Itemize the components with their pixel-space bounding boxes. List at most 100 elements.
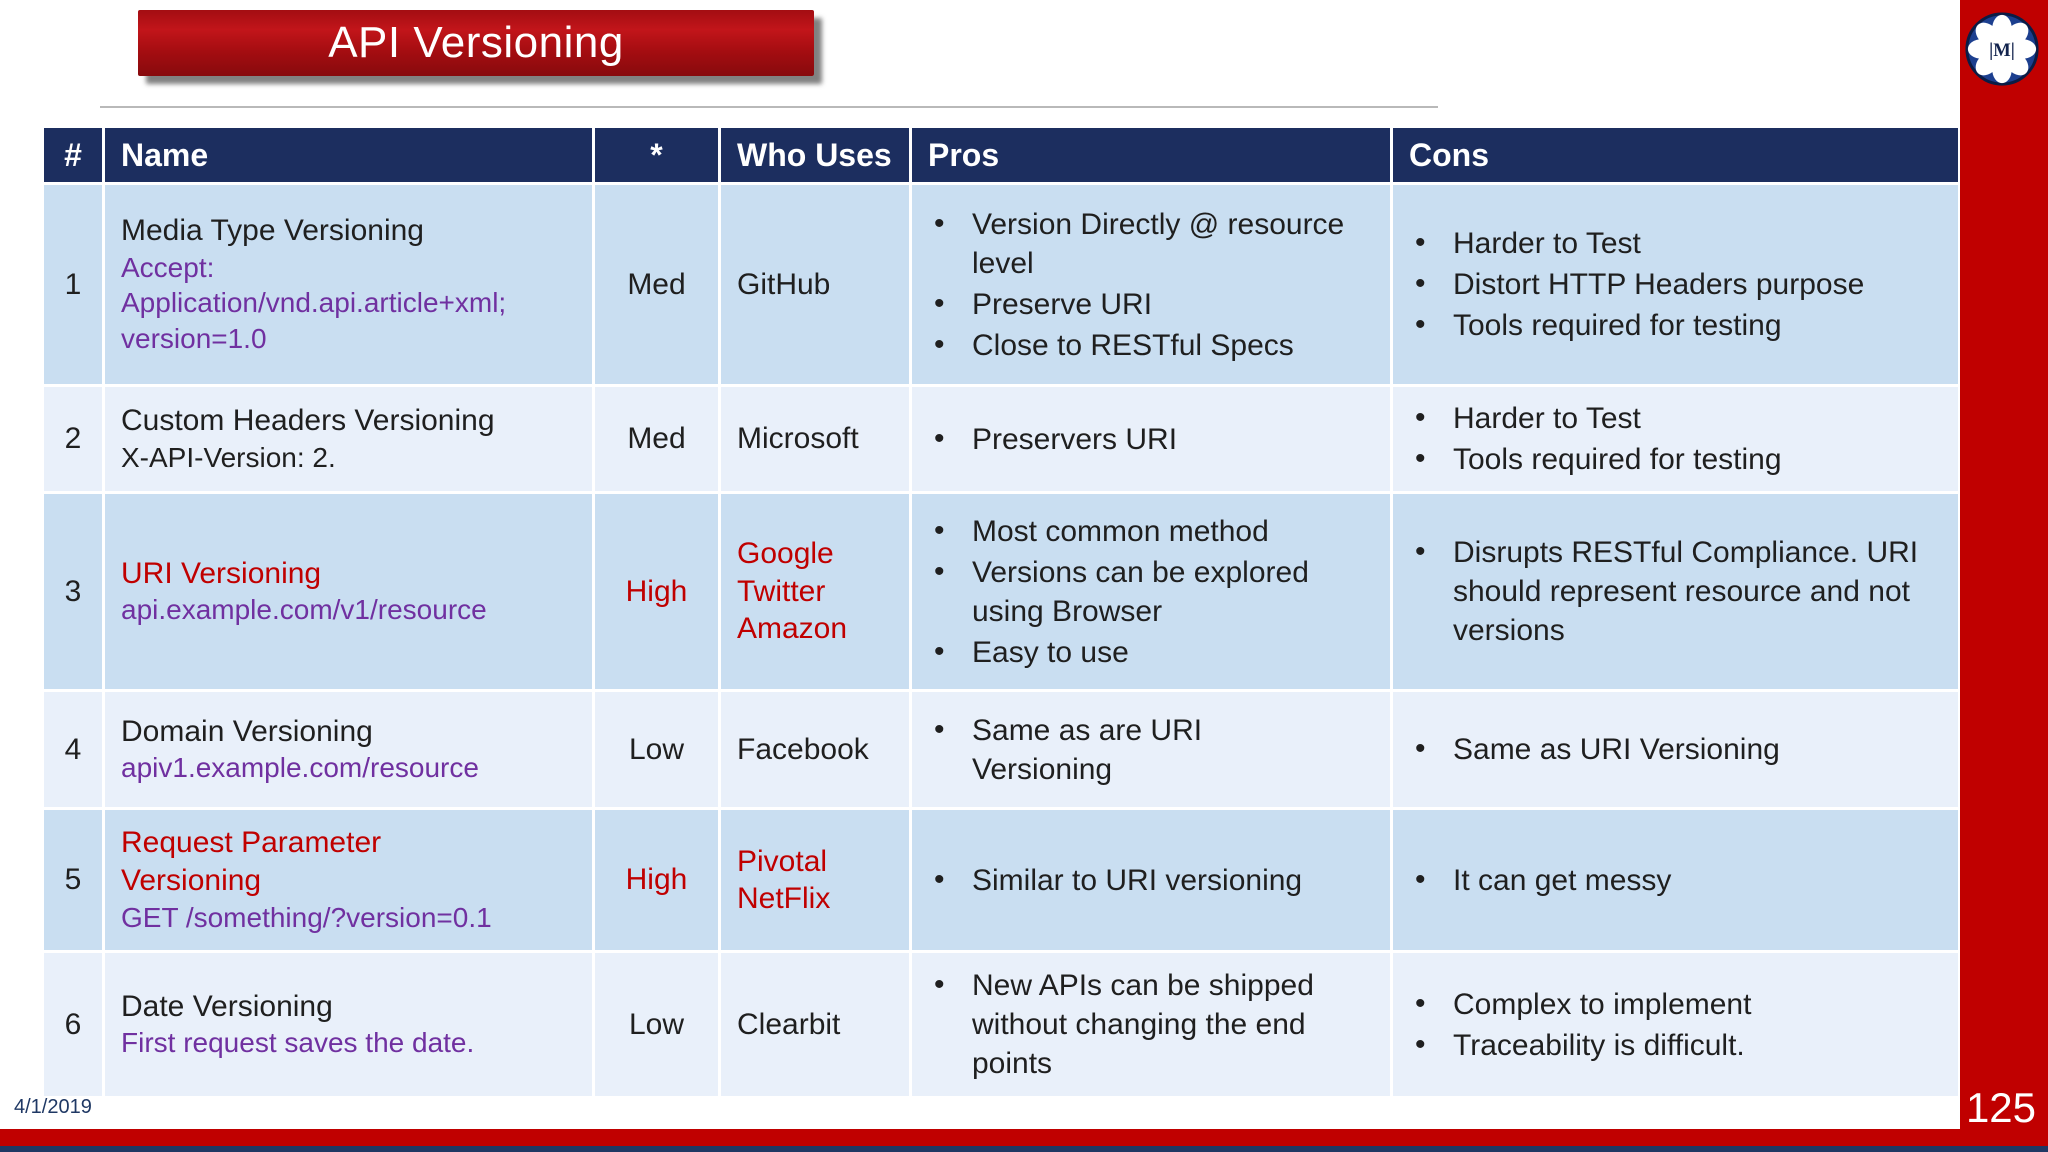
cell-pros: Version Directly @ resource level Preser… [912,185,1390,384]
cell-name: Domain Versioning apiv1.example.com/reso… [105,692,592,807]
name-subtext: apiv1.example.com/resource [121,752,479,784]
cell-rating: Med [595,387,718,491]
cell-num: 6 [44,953,102,1096]
header-cons: Cons [1393,128,1958,182]
cons-list: Complex to implement Traceability is dif… [1403,983,1948,1067]
name-title: URI Versioning [121,556,322,590]
title-underline [100,106,1438,108]
who-entry: Twitter [737,574,826,608]
header-rating: * [595,128,718,182]
cell-cons: Same as URI Versioning [1393,692,1958,807]
cons-list: Harder to Test Distort HTTP Headers purp… [1403,222,1948,347]
pros-list: Most common method Versions can be explo… [922,510,1380,674]
who-entry: NetFlix [737,882,831,915]
logo-letter: |M| [1989,40,2015,61]
cell-num: 1 [44,185,102,384]
cell-who-uses: Microsoft [721,387,909,491]
cell-pros: Same as are URI Versioning [912,692,1390,807]
pro-item: Close to RESTful Specs [922,325,1380,365]
cell-who-uses: Google Twitter Amazon [721,494,909,689]
pro-item: Versions can be explored using Browser [922,552,1380,631]
cons-list: Harder to Test Tools required for testin… [1403,397,1948,481]
name-title: Custom Headers Versioning [121,404,495,438]
slide-title: API Versioning [328,18,624,67]
con-item: Harder to Test [1403,223,1948,263]
cell-cons: Disrupts RESTful Compliance. URI should … [1393,494,1958,689]
pros-list: New APIs can be shipped without changing… [922,964,1380,1085]
cell-name: Custom Headers Versioning X-API-Version:… [105,387,592,491]
cons-list: Same as URI Versioning [1403,728,1948,771]
pro-item: Similar to URI versioning [922,860,1380,900]
name-subtext: First request saves the date. [121,1027,475,1059]
pro-item: Version Directly @ resource level [922,204,1380,283]
cell-rating: High [595,810,718,950]
who-entry: GitHub [737,267,831,301]
who-entry: Facebook [737,732,869,766]
page-number: 125 [1965,1084,2037,1131]
con-item: Tools required for testing [1403,305,1948,345]
name-subtext: GET /something/?version=0.1 [121,901,492,933]
pro-item: Preservers URI [922,419,1380,459]
pro-item: Same as are URI Versioning [922,710,1272,789]
cell-who-uses: Facebook [721,692,909,807]
who-entry: Amazon [737,612,848,646]
bottom-red-strip [0,1129,2048,1146]
pro-item: New APIs can be shipped without changing… [922,965,1380,1083]
cell-cons: Complex to implement Traceability is dif… [1393,953,1958,1096]
cell-rating: Low [595,953,718,1096]
name-title: Domain Versioning [121,714,373,748]
who-entry: Clearbit [737,1007,841,1041]
cell-rating: Med [595,185,718,384]
pros-list: Same as are URI Versioning [922,709,1380,791]
header-who-uses: Who Uses [721,128,909,182]
cell-cons: Harder to Test Distort HTTP Headers purp… [1393,185,1958,384]
name-title: Request Parameter Versioning [121,826,382,898]
cell-num: 4 [44,692,102,807]
con-item: Tools required for testing [1403,439,1948,479]
who-entry: Pivotal [737,844,828,878]
cell-num: 5 [44,810,102,950]
cell-pros: Similar to URI versioning [912,810,1390,950]
cell-pros: Preservers URI [912,387,1390,491]
cell-name: Date Versioning First request saves the … [105,953,592,1096]
cell-pros: New APIs can be shipped without changing… [912,953,1390,1096]
pros-list: Version Directly @ resource level Preser… [922,203,1380,367]
name-subtext: Accept: Application/vnd.api.article+xml;… [121,251,507,355]
header-pros: Pros [912,128,1390,182]
con-item: Traceability is difficult. [1403,1025,1948,1065]
cell-who-uses: Clearbit [721,953,909,1096]
cell-name: Media Type Versioning Accept: Applicatio… [105,185,592,384]
versioning-table: # Name * Who Uses Pros Cons 1 Media Type… [44,128,1958,1096]
con-item: Complex to implement [1403,984,1948,1024]
cell-who-uses: GitHub [721,185,909,384]
cons-list: It can get messy [1403,859,1948,902]
pro-item: Preserve URI [922,284,1380,324]
cons-list: Disrupts RESTful Compliance. URI should … [1403,531,1948,652]
name-title: Media Type Versioning [121,213,424,247]
who-entry: Google [737,537,834,571]
name-subtext: api.example.com/v1/resource [121,594,487,626]
cell-num: 3 [44,494,102,689]
header-name: Name [105,128,592,182]
pro-item: Easy to use [922,632,1380,672]
pros-list: Preservers URI [922,418,1380,461]
cell-pros: Most common method Versions can be explo… [912,494,1390,689]
cell-num: 2 [44,387,102,491]
con-item: Harder to Test [1403,398,1948,438]
con-item: Disrupts RESTful Compliance. URI should … [1403,532,1948,650]
institution-logo-icon: |M| [1965,12,2039,86]
who-entry: Microsoft [737,422,859,456]
con-item: Distort HTTP Headers purpose [1403,264,1948,304]
header-number: # [44,128,102,182]
cell-who-uses: Pivotal NetFlix [721,810,909,950]
name-title: Date Versioning [121,989,333,1023]
name-subtext: X-API-Version: 2. [121,441,336,473]
cell-rating: High [595,494,718,689]
bottom-navy-strip [0,1146,2048,1152]
slide-date: 4/1/2019 [14,1096,92,1118]
cell-cons: It can get messy [1393,810,1958,950]
slide-title-banner: API Versioning [138,10,814,76]
pros-list: Similar to URI versioning [922,859,1380,902]
right-red-sidebar [1960,0,2048,1152]
